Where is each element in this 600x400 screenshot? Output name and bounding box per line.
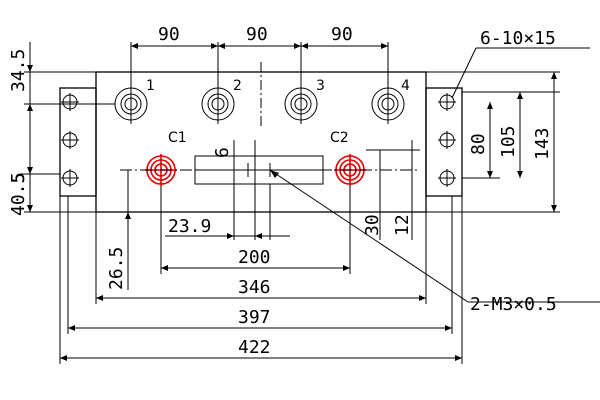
terminal-4: 4: [371, 78, 410, 121]
thread-callout: 2-M3×0.5: [470, 294, 557, 315]
svg-text:C2: C2: [330, 130, 349, 146]
dim-top-1: 90: [158, 24, 180, 45]
control-terminal-c2: C2: [330, 130, 366, 186]
terminal-1: 1: [114, 78, 155, 121]
terminal-3: 3: [284, 78, 325, 121]
dim-200-line: [161, 265, 350, 271]
top-dimension-lines: [131, 43, 388, 49]
dim-23-9-lines: [165, 233, 290, 239]
dim-right-143: 143: [532, 127, 553, 160]
dim-26-5: 26.5: [106, 247, 127, 290]
dim-346-line: [96, 295, 426, 301]
svg-text:1: 1: [146, 78, 155, 94]
dim-top-2: 90: [246, 24, 268, 45]
dim-6: 6: [212, 147, 233, 158]
dim-422-line: [60, 355, 462, 361]
left-dimension-lines: [27, 42, 33, 212]
dim-30-12-lines: [366, 140, 420, 240]
dim-397-line: [68, 325, 452, 331]
dim-left-34-5: 34.5: [8, 49, 29, 92]
hole-callout-leader: [451, 47, 590, 99]
dim-200: 200: [238, 247, 271, 268]
dim-346: 346: [238, 277, 271, 298]
horizontal-centerlines: [20, 71, 420, 213]
dim-397: 397: [238, 307, 271, 328]
dim-right-80: 80: [468, 133, 489, 155]
dim-top-3: 90: [331, 24, 353, 45]
dim-left-40-5: 40.5: [8, 173, 29, 216]
dim-right-105: 105: [498, 125, 519, 158]
mount-holes-right: [438, 93, 456, 187]
dim-26-5-lines: [125, 170, 131, 290]
dim-422: 422: [238, 337, 271, 358]
svg-text:4: 4: [401, 78, 410, 94]
dim-12: 12: [392, 214, 413, 236]
svg-text:3: 3: [316, 78, 325, 94]
svg-text:C1: C1: [168, 130, 187, 146]
control-terminal-c1: C1: [145, 130, 187, 186]
dim-left-5: 5: [8, 172, 29, 183]
svg-text:2: 2: [233, 78, 242, 94]
right-dimension-lines: [426, 71, 560, 213]
dim-30: 30: [362, 214, 383, 236]
hole-callout: 6-10×15: [480, 28, 556, 49]
terminal-centerlines: [130, 42, 389, 126]
terminal-2: 2: [201, 78, 242, 121]
dim-23-9: 23.9: [168, 216, 211, 237]
mount-holes-left: [61, 93, 79, 187]
thread-callout-leader: [269, 169, 600, 303]
bottom-extension-lines: [59, 186, 463, 364]
